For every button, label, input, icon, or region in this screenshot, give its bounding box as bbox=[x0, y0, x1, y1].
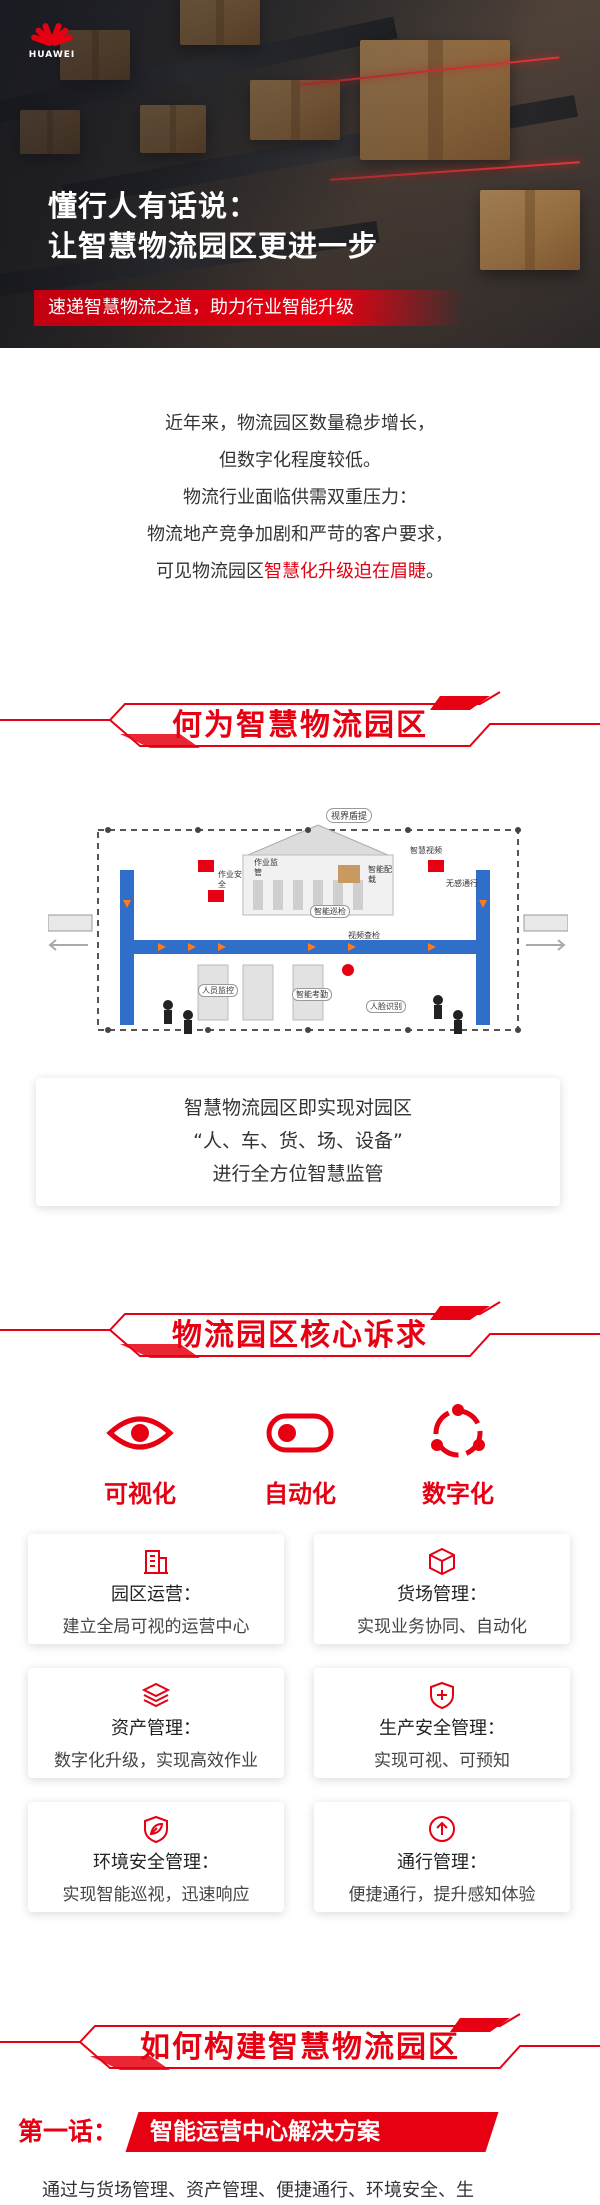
diagram-label: 智能巡检 bbox=[310, 905, 350, 918]
park-illustration bbox=[47, 824, 569, 1034]
diagram-label: 视频查检 bbox=[348, 931, 380, 940]
section-heading-how: 如何构建智慧物流园区 bbox=[0, 2012, 600, 2076]
feature-desc: 实现智能巡视，迅速响应 bbox=[62, 1885, 250, 1905]
hero-title-line1: 懂行人有话说： bbox=[48, 189, 259, 223]
network-icon bbox=[388, 1400, 528, 1466]
eye-icon bbox=[70, 1400, 210, 1466]
hero-title: 懂行人有话说： 让智慧物流园区更进一步 bbox=[48, 186, 378, 266]
leaf-shield-icon bbox=[28, 1814, 284, 1844]
heading-ribbon bbox=[0, 1301, 600, 1358]
section-heading-needs: 物流园区核心诉求 bbox=[0, 1300, 600, 1364]
layers-icon bbox=[28, 1680, 284, 1710]
diagram-label: 人脸识别 bbox=[366, 1000, 406, 1013]
arrow-up-circle-icon bbox=[314, 1814, 570, 1844]
definition-line: 进行全方位智慧监管 bbox=[212, 1163, 384, 1185]
smart-park-diagram: 视界盾提 作业监管 作业安全 智能巡检 智能配载 智慧视频 无感通行 视频查检 … bbox=[47, 800, 569, 1050]
feature-card-park-ops: 园区运营： 建立全局可视的运营中心 bbox=[28, 1534, 284, 1644]
section-title: 何为智慧物流园区 bbox=[172, 708, 428, 743]
feature-card-access: 通行管理： 便捷通行，提升感知体验 bbox=[314, 1802, 570, 1912]
toggle-icon bbox=[230, 1400, 370, 1466]
feature-desc: 便捷通行，提升感知体验 bbox=[348, 1885, 536, 1905]
heading-ribbon bbox=[0, 2013, 600, 2070]
intro-paragraph: 近年来，物流园区数量稳步增长， 但数字化程度较低。 物流行业面临供需双重压力： … bbox=[0, 405, 600, 590]
diagram-label: 作业监管 bbox=[254, 858, 278, 877]
feature-card-yard: 货场管理： 实现业务协同、自动化 bbox=[314, 1534, 570, 1644]
intro-highlight: 智慧化升级迫在眉睫 bbox=[264, 561, 426, 582]
feature-desc: 建立全局可视的运营中心 bbox=[62, 1617, 250, 1637]
shield-plus-icon bbox=[314, 1680, 570, 1710]
episode-banner-inner: 第一话： 智能运营中心解决方案 bbox=[18, 2110, 518, 2154]
diagram-label: 视界盾提 bbox=[326, 808, 373, 823]
diagram-label: 人员监控 bbox=[198, 984, 238, 997]
episode-banner bbox=[18, 0, 498, 44]
diagram-label: 智能配载 bbox=[368, 865, 392, 884]
intro-line-last: 可见物流园区智慧化升级迫在眉睫。 bbox=[156, 561, 444, 582]
diagram-label: 智能考勤 bbox=[292, 988, 332, 1001]
hero-banner: HUAWEI 懂行人有话说： 让智慧物流园区更进一步 速递智慧物流之道，助力行业… bbox=[0, 0, 600, 348]
section-title: 如何构建智慧物流园区 bbox=[140, 2030, 460, 2065]
section-title: 物流园区核心诉求 bbox=[172, 1318, 428, 1353]
diagram-label: 作业安全 bbox=[218, 870, 242, 889]
feature-title: 环境安全管理： bbox=[93, 1852, 219, 1873]
intro-line: 但数字化程度较低。 bbox=[219, 450, 381, 471]
intro-line: 近年来，物流园区数量稳步增长， bbox=[165, 413, 435, 434]
intro-line: 物流行业面临供需双重压力： bbox=[183, 487, 417, 508]
feature-title: 资产管理： bbox=[111, 1718, 201, 1739]
feature-card-assets: 资产管理： 数字化升级，实现高效作业 bbox=[28, 1668, 284, 1778]
huawei-logo: HUAWEI bbox=[22, 18, 82, 60]
brand-name: HUAWEI bbox=[28, 50, 76, 60]
value-label: 数字化 bbox=[422, 1480, 494, 1508]
episode-prefix: 第一话： bbox=[18, 2117, 119, 2146]
feature-desc: 实现业务协同、自动化 bbox=[357, 1617, 527, 1637]
value-visual: 可视化 bbox=[70, 1400, 210, 1509]
diagram-label: 无感通行 bbox=[446, 879, 478, 888]
feature-title: 通行管理： bbox=[397, 1852, 487, 1873]
heading-ribbon bbox=[0, 691, 600, 748]
building-icon bbox=[28, 1546, 284, 1576]
section-heading-what: 何为智慧物流园区 bbox=[0, 690, 600, 754]
value-automation: 自动化 bbox=[230, 1400, 370, 1509]
value-label: 自动化 bbox=[264, 1480, 336, 1508]
feature-desc: 数字化升级，实现高效作业 bbox=[54, 1751, 258, 1771]
value-label: 可视化 bbox=[104, 1480, 176, 1508]
feature-title: 货场管理： bbox=[397, 1584, 487, 1605]
cube-icon bbox=[314, 1546, 570, 1576]
definition-card: 智慧物流园区即实现对园区 “人、车、货、场、设备” 进行全方位智慧监管 bbox=[36, 1078, 560, 1206]
definition-line: “人、车、货、场、设备” bbox=[193, 1130, 403, 1152]
hero-subtitle: 速递智慧物流之道，助力行业智能升级 bbox=[34, 290, 464, 326]
value-digital: 数字化 bbox=[388, 1400, 528, 1509]
feature-desc: 实现可视、可预知 bbox=[374, 1751, 510, 1771]
hero-title-line2: 让智慧物流园区更进一步 bbox=[48, 229, 379, 263]
feature-card-production-safety: 生产安全管理： 实现可视、可预知 bbox=[314, 1668, 570, 1778]
core-values: 可视化 自动化 数字化 bbox=[0, 1400, 600, 1540]
diagram-label: 智慧视频 bbox=[410, 846, 442, 855]
feature-title: 生产安全管理： bbox=[379, 1718, 505, 1739]
intro-line: 物流地产竞争加剧和严苛的客户要求， bbox=[147, 524, 453, 545]
episode-title: 智能运营中心解决方案 bbox=[150, 2119, 380, 2145]
body-text: 通过与货场管理、资产管理、便捷通行、环境安全、生 bbox=[42, 2180, 474, 2201]
feature-title: 园区运营： bbox=[111, 1584, 201, 1605]
feature-card-env-safety: 环境安全管理： 实现智能巡视，迅速响应 bbox=[28, 1802, 284, 1912]
definition-line: 智慧物流园区即实现对园区 bbox=[183, 1097, 412, 1119]
